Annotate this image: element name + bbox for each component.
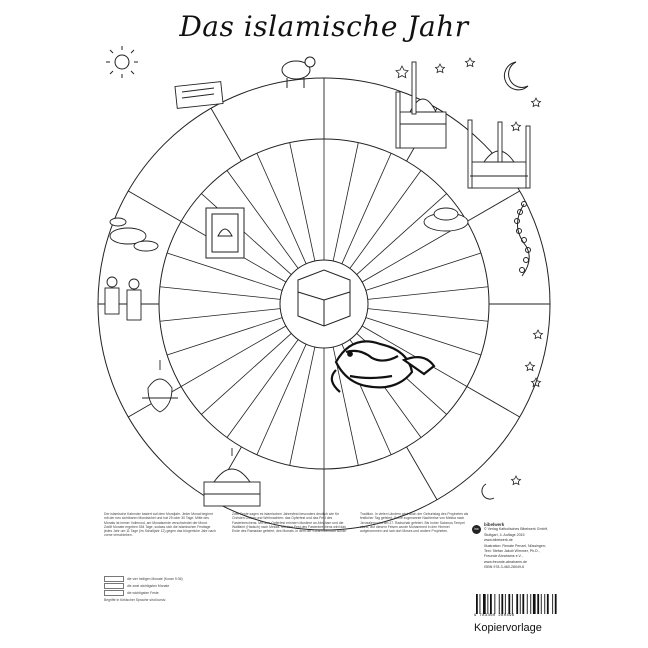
- page-title: Das islamische Jahr: [179, 10, 469, 43]
- publisher-info: bibelwerk © Verlag Katholisches Bibelwer…: [484, 522, 574, 571]
- barcode-bar: [508, 594, 511, 614]
- legend-label: die wichtigsten Feste: [127, 591, 159, 595]
- legend-note: Begriffe in türkischer Sprache sind kurs…: [104, 598, 167, 602]
- barcode: [476, 594, 557, 614]
- month-divider: [466, 386, 520, 418]
- day-divider: [356, 193, 447, 275]
- food-plate-icon: [109, 217, 159, 252]
- day-divider: [361, 221, 468, 283]
- day-divider: [201, 193, 292, 275]
- barcode-bar: [526, 594, 528, 614]
- calligraphy-bird-icon: [330, 340, 436, 393]
- day-divider: [341, 153, 392, 264]
- barcode-bar: [554, 594, 557, 614]
- barcode-bar: [546, 594, 549, 614]
- food-plate-icon: [423, 207, 469, 232]
- day-divider: [166, 317, 283, 356]
- legend-swatch: [104, 583, 124, 590]
- day-divider: [332, 346, 359, 466]
- publisher-name: bibelwerk: [484, 522, 505, 527]
- month-divider: [210, 108, 242, 162]
- barcode-bar: [476, 594, 478, 614]
- barcode-bar: [501, 594, 504, 614]
- month-divider: [128, 190, 182, 222]
- legend-item: die wichtigsten Feste: [104, 590, 224, 597]
- footer-label: Kopiervorlage: [474, 622, 542, 634]
- day-divider: [159, 286, 281, 300]
- day-divider: [365, 317, 482, 356]
- barcode-bar: [552, 594, 554, 614]
- publisher-line: Illustration: Renate Penzel, Nüssingen;: [484, 543, 546, 548]
- intro-text-column: Der islamische Kalender basiert auf dem …: [104, 512, 216, 538]
- barcode-bar: [490, 594, 492, 614]
- barcode-bar: [511, 594, 513, 614]
- day-divider: [367, 308, 489, 322]
- day-divider: [159, 308, 281, 322]
- month-divider: [466, 190, 520, 222]
- legend-swatch: [104, 576, 124, 583]
- day-divider: [256, 344, 307, 455]
- scroll-icon: [174, 81, 224, 109]
- day-divider: [201, 333, 292, 415]
- day-divider: [289, 142, 316, 262]
- prayer-beads-icon: [514, 201, 531, 277]
- publisher-line: Text: Stefan Jakob Wimmer, Ph.D.,: [484, 549, 540, 554]
- mosque-icon: [395, 61, 447, 149]
- day-divider: [226, 170, 299, 269]
- publisher-line: Freunde Abrahams e.V.,: [484, 554, 523, 559]
- barcode-bar: [532, 594, 536, 614]
- day-divider: [226, 339, 299, 438]
- festivals-text-column: Zwei Feste sagen es islamischen Jahresfe…: [232, 512, 347, 534]
- lamp-icon: [142, 360, 178, 413]
- barcode-bar: [522, 594, 525, 614]
- publisher-line: Stuttgart, 4. Auflage 2015: [484, 532, 525, 537]
- barcode-bar: [540, 594, 542, 614]
- barcode-number: 9 783460 280496: [474, 614, 515, 618]
- sun-icon: [106, 46, 138, 78]
- day-divider: [256, 153, 307, 264]
- barcode-bar: [516, 594, 519, 614]
- day-divider: [365, 252, 482, 291]
- barcode-bar: [519, 594, 521, 614]
- publisher-logo: bw: [472, 525, 481, 534]
- legend-label: die zwei wichtigsten Monate: [127, 584, 170, 588]
- barcode-bar: [487, 594, 489, 614]
- publisher-line: ISBN 978-3-460-28049-6: [484, 565, 525, 570]
- barcode-bar: [498, 594, 500, 614]
- legend-item: die zwei wichtigsten Monate: [104, 583, 224, 590]
- barcode-bar: [479, 594, 481, 614]
- barcode-bar: [483, 594, 486, 614]
- publisher-line: © Verlag Katholisches Bibelwerk GmbH,: [484, 527, 549, 532]
- barcode-bar: [494, 594, 496, 614]
- legend-label: die vier heiligen Monate (Koran 9:36): [127, 577, 183, 581]
- star-icon: [395, 57, 544, 486]
- day-divider: [166, 252, 283, 291]
- quran-book-icon: [205, 207, 245, 259]
- day-divider: [332, 142, 359, 262]
- day-divider: [349, 170, 422, 269]
- crescent-moon-icon: [481, 61, 529, 500]
- legend-item: die vier heiligen Monate (Koran 9:36): [104, 576, 224, 583]
- day-divider: [180, 325, 287, 387]
- people-icon: [104, 276, 142, 321]
- legend-swatch: [104, 590, 124, 597]
- barcode-bar: [544, 594, 546, 614]
- day-divider: [289, 346, 316, 466]
- mosque-icon: [467, 119, 531, 189]
- month-divider: [406, 446, 438, 500]
- dome-of-the-rock-icon: [203, 448, 261, 507]
- legend: die vier heiligen Monate (Koran 9:36) di…: [104, 576, 224, 604]
- sheep-icon: [281, 56, 316, 88]
- barcode-bar: [537, 594, 540, 614]
- day-divider: [367, 286, 489, 300]
- publisher-line: www.bibelwerk.de: [484, 538, 513, 543]
- barcode-bar: [530, 594, 532, 614]
- barcode-bar: [504, 594, 506, 614]
- tradition-text-column: Tradition. In vielen Ländern wird auch d…: [360, 512, 469, 534]
- kaaba-icon: [297, 269, 351, 327]
- publisher-line: www.freunde-abrahams.de: [484, 559, 527, 564]
